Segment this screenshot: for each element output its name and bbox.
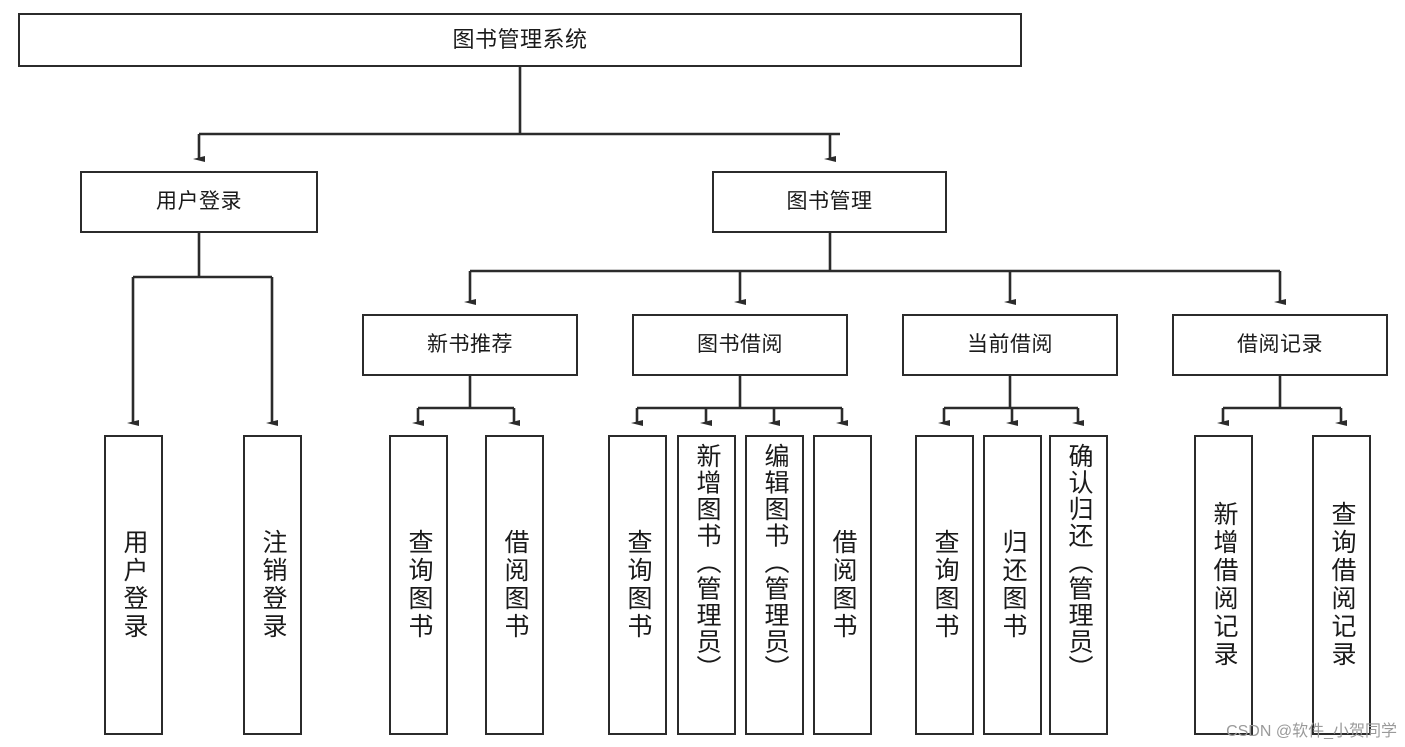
leaf-query-book-3[interactable]: 查询图书 bbox=[915, 435, 974, 735]
leaf-edit-book[interactable]: 编辑图书（管理员） bbox=[745, 435, 804, 735]
node-new-book-recommend-label: 新书推荐 bbox=[427, 332, 513, 356]
leaf-add-record[interactable]: 新增借阅记录 bbox=[1194, 435, 1253, 735]
node-current-borrow[interactable]: 当前借阅 bbox=[902, 314, 1118, 376]
leaf-add-book[interactable]: 新增图书（管理员） bbox=[677, 435, 736, 735]
leaf-borrow-book-1[interactable]: 借阅图书 bbox=[485, 435, 544, 735]
leaf-confirm-return-label: 确认归还（管理员） bbox=[1065, 443, 1093, 682]
leaf-logout[interactable]: 注销登录 bbox=[243, 435, 302, 735]
leaf-query-book-3-label: 查询图书 bbox=[931, 529, 959, 641]
leaf-borrow-book-2-label: 借阅图书 bbox=[829, 529, 857, 641]
node-root-label: 图书管理系统 bbox=[452, 27, 588, 53]
node-new-book-recommend[interactable]: 新书推荐 bbox=[362, 314, 578, 376]
node-book-management[interactable]: 图书管理 bbox=[712, 171, 947, 233]
leaf-return-book-label: 归还图书 bbox=[999, 529, 1027, 641]
leaf-query-book-2-label: 查询图书 bbox=[624, 529, 652, 641]
node-book-borrow-label: 图书借阅 bbox=[697, 332, 783, 356]
leaf-edit-book-label: 编辑图书（管理员） bbox=[761, 443, 789, 682]
leaf-return-book[interactable]: 归还图书 bbox=[983, 435, 1042, 735]
leaf-query-book-2[interactable]: 查询图书 bbox=[608, 435, 667, 735]
leaf-query-book-1-label: 查询图书 bbox=[405, 529, 433, 641]
node-borrow-record[interactable]: 借阅记录 bbox=[1172, 314, 1388, 376]
leaf-query-book-1[interactable]: 查询图书 bbox=[389, 435, 448, 735]
node-user-login[interactable]: 用户登录 bbox=[80, 171, 318, 233]
csdn-watermark: CSDN @软件_小贺同学 bbox=[1226, 723, 1397, 740]
leaf-add-book-label: 新增图书（管理员） bbox=[693, 443, 721, 682]
node-borrow-record-label: 借阅记录 bbox=[1237, 332, 1323, 356]
node-root[interactable]: 图书管理系统 bbox=[18, 13, 1022, 67]
node-user-login-label: 用户登录 bbox=[156, 189, 242, 213]
node-book-borrow[interactable]: 图书借阅 bbox=[632, 314, 848, 376]
leaf-query-record[interactable]: 查询借阅记录 bbox=[1312, 435, 1371, 735]
leaf-user-login[interactable]: 用户登录 bbox=[104, 435, 163, 735]
leaf-user-login-label: 用户登录 bbox=[120, 529, 148, 641]
leaf-confirm-return[interactable]: 确认归还（管理员） bbox=[1049, 435, 1108, 735]
leaf-logout-label: 注销登录 bbox=[259, 529, 287, 641]
node-book-management-label: 图书管理 bbox=[786, 189, 873, 213]
node-current-borrow-label: 当前借阅 bbox=[967, 332, 1053, 356]
leaf-add-record-label: 新增借阅记录 bbox=[1210, 501, 1238, 669]
leaf-borrow-book-1-label: 借阅图书 bbox=[501, 529, 529, 641]
leaf-query-record-label: 查询借阅记录 bbox=[1328, 501, 1356, 669]
leaf-borrow-book-2[interactable]: 借阅图书 bbox=[813, 435, 872, 735]
